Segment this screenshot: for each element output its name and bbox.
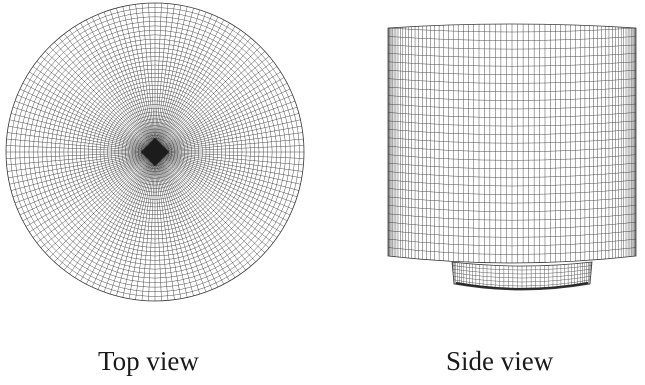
side-view-mesh — [388, 14, 636, 298]
top-view-mesh — [6, 3, 304, 301]
side-view-caption: Side view — [446, 346, 554, 376]
top-view-caption: Top view — [98, 346, 199, 376]
